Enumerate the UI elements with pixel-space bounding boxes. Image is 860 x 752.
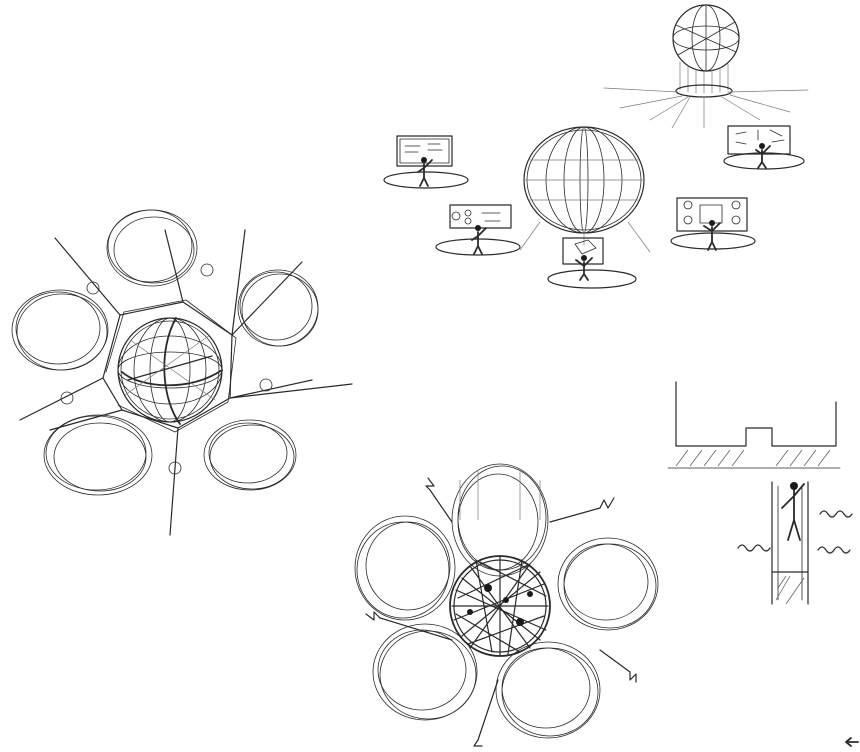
perspective-exhibit-sketch [384,5,808,288]
exhibit-station-3 [548,238,636,288]
exhibit-station-5 [724,126,804,169]
flower-plan-sketch [355,464,658,746]
exhibit-station-2 [436,205,520,255]
exhibit-station-1 [384,136,468,188]
arrow-mark [846,738,858,746]
hexagonal-plan-sketch [12,210,352,535]
section-detail-sketch [668,382,852,604]
exhibit-station-4 [671,198,755,250]
